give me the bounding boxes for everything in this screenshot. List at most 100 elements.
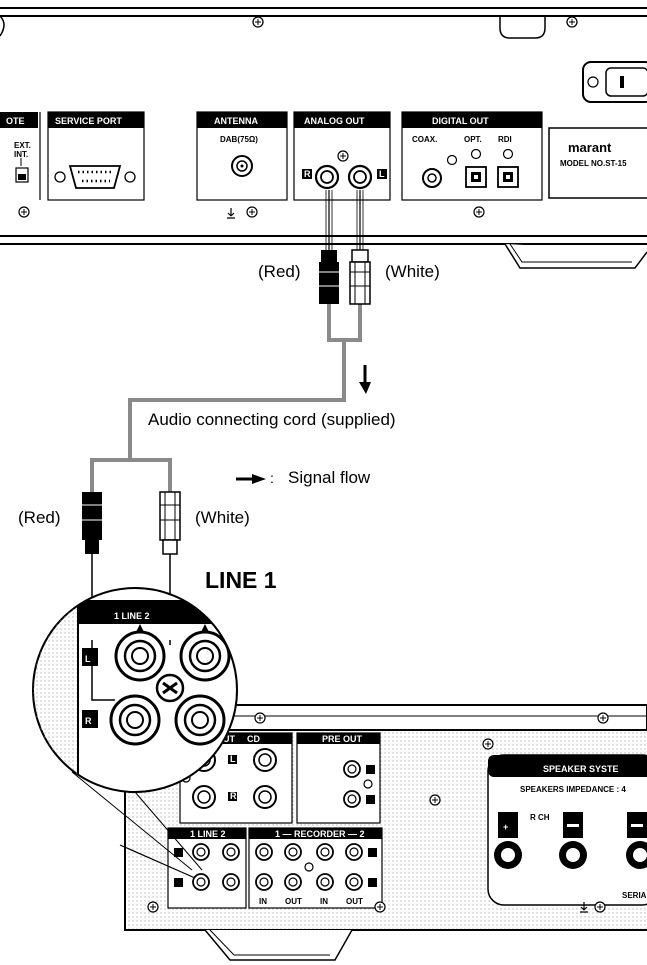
recorder-jack-icon (316, 843, 334, 861)
recorder2-out-label: OUT (346, 897, 363, 906)
amp-jack-icon (253, 785, 277, 809)
rch-label: R CH (530, 813, 550, 822)
opt-label: OPT. (464, 135, 482, 144)
r-badge (302, 169, 312, 179)
magnified-r-badge: R (85, 716, 92, 726)
recorder1-in-label: IN (259, 897, 267, 906)
pre-out-r-jack-icon (343, 790, 361, 808)
analog-out-r-jack-icon (314, 164, 340, 190)
screw-icon (429, 794, 441, 806)
screw-icon (482, 738, 494, 750)
recorder1-out-label: OUT (285, 897, 302, 906)
dab-label: DAB(75Ω) (220, 135, 258, 144)
recorder2-in-label: IN (320, 897, 328, 906)
magnified-line2-l-jack-icon (179, 630, 231, 682)
magnified-screw-icon (155, 673, 185, 703)
screw-icon (254, 712, 266, 724)
svg-text:L: L (379, 169, 385, 179)
signal-flow-sep: : (270, 470, 274, 486)
coax-label: COAX. (412, 135, 437, 144)
amp-r-badge: R (230, 791, 237, 801)
digital-out-section: DIGITAL OUT COAX. OPT. RDI (401, 111, 543, 218)
int-label: INT. (14, 150, 28, 159)
signal-flow-label: Signal flow (288, 468, 371, 487)
recorder-jack-icon (255, 873, 273, 891)
bottom-red-label: (Red) (18, 508, 61, 527)
speaker-minus-terminal-icon (626, 812, 647, 869)
bottom-red-plug-icon (82, 492, 102, 554)
speaker-plus-terminal-icon: + (494, 812, 522, 869)
signal-flow-arrow-icon (359, 365, 371, 394)
top-white-plug-icon (349, 249, 371, 305)
tuner-rear-panel: OTE EXT. INT. SERVICE PORT ANTENNA DAB(7… (0, 7, 647, 269)
screw-icon (473, 206, 485, 218)
magnified-l-badge: L (85, 654, 91, 664)
recorder-jack-icon (316, 873, 334, 891)
line2-l-jack-icon (222, 843, 240, 861)
signal-flow-legend-icon (236, 474, 266, 484)
speaker-minus-terminal-icon (559, 812, 587, 869)
ground-icon (227, 208, 235, 219)
recorder-jack-icon (284, 873, 302, 891)
l-badge (377, 169, 387, 179)
rdi-port-icon (497, 166, 519, 188)
magnified-line1-l-jack-icon (114, 630, 166, 682)
ext-label: EXT. (14, 141, 31, 150)
service-port-label: SERVICE PORT (55, 116, 122, 126)
digital-out-label: DIGITAL OUT (432, 116, 489, 126)
bottom-white-plug-icon (159, 491, 181, 555)
svg-text:+: + (503, 822, 508, 832)
antenna-label: ANTENNA (214, 116, 258, 126)
top-red-label: (Red) (258, 262, 301, 281)
screw-icon (337, 150, 349, 162)
amp-jack-icon (253, 748, 277, 772)
screw-icon (502, 148, 514, 160)
screw-icon (363, 779, 373, 789)
recorder-jack-icon (255, 843, 273, 861)
amp-jack-icon (192, 785, 216, 809)
service-port-connector-icon (68, 165, 122, 189)
magnified-line-header: 1 LINE 2 (114, 611, 150, 621)
svg-text:R: R (304, 169, 311, 179)
serial-label: SERIA (622, 891, 647, 900)
screw-icon (246, 206, 258, 218)
screw-icon (597, 712, 609, 724)
dab-antenna-jack-icon (231, 155, 253, 177)
amp-recorder-label: 1 — RECORDER — 2 (275, 829, 365, 839)
remote-label: OTE (6, 116, 25, 126)
analog-out-section: ANALOG OUT R L (293, 111, 391, 201)
power-inlet-icon (582, 61, 647, 103)
screw-icon (374, 901, 386, 913)
top-white-label: (White) (385, 262, 440, 281)
amp-line-label: 1 LINE 2 (190, 829, 226, 839)
screw-icon (470, 148, 482, 160)
screw-icon (304, 862, 314, 872)
amp-pre-out-label: PRE OUT (322, 734, 363, 744)
top-red-plug-icon (319, 250, 339, 304)
service-port-section: SERVICE PORT (47, 111, 145, 201)
recorder-jack-icon (345, 873, 363, 891)
screw-icon (566, 16, 578, 28)
magnified-line2-r-jack-icon (174, 694, 226, 746)
magnified-line-jacks: 1 LINE 2 L R (32, 587, 238, 793)
line1-title: LINE 1 (205, 567, 277, 593)
recorder-jack-icon (284, 843, 302, 861)
screw-icon (594, 901, 606, 913)
tuner-foot (504, 243, 647, 269)
rdi-label: RDI (498, 135, 512, 144)
line1-l-jack-icon (192, 843, 210, 861)
screw-icon (446, 154, 458, 166)
amp-l-badge: L (230, 754, 236, 764)
cord-label: Audio connecting cord (supplied) (148, 410, 396, 429)
speaker-title: SPEAKER SYSTE (543, 764, 619, 774)
optical-port-icon (465, 166, 487, 188)
magnified-line1-r-jack-icon (109, 694, 161, 746)
brand-label: marant (568, 140, 612, 155)
recorder-jack-icon (345, 843, 363, 861)
screw-icon (147, 901, 159, 913)
amp-foot (204, 929, 353, 961)
line1-r-jack-icon (192, 873, 210, 891)
model-label: MODEL NO.ST-15 (560, 159, 627, 168)
